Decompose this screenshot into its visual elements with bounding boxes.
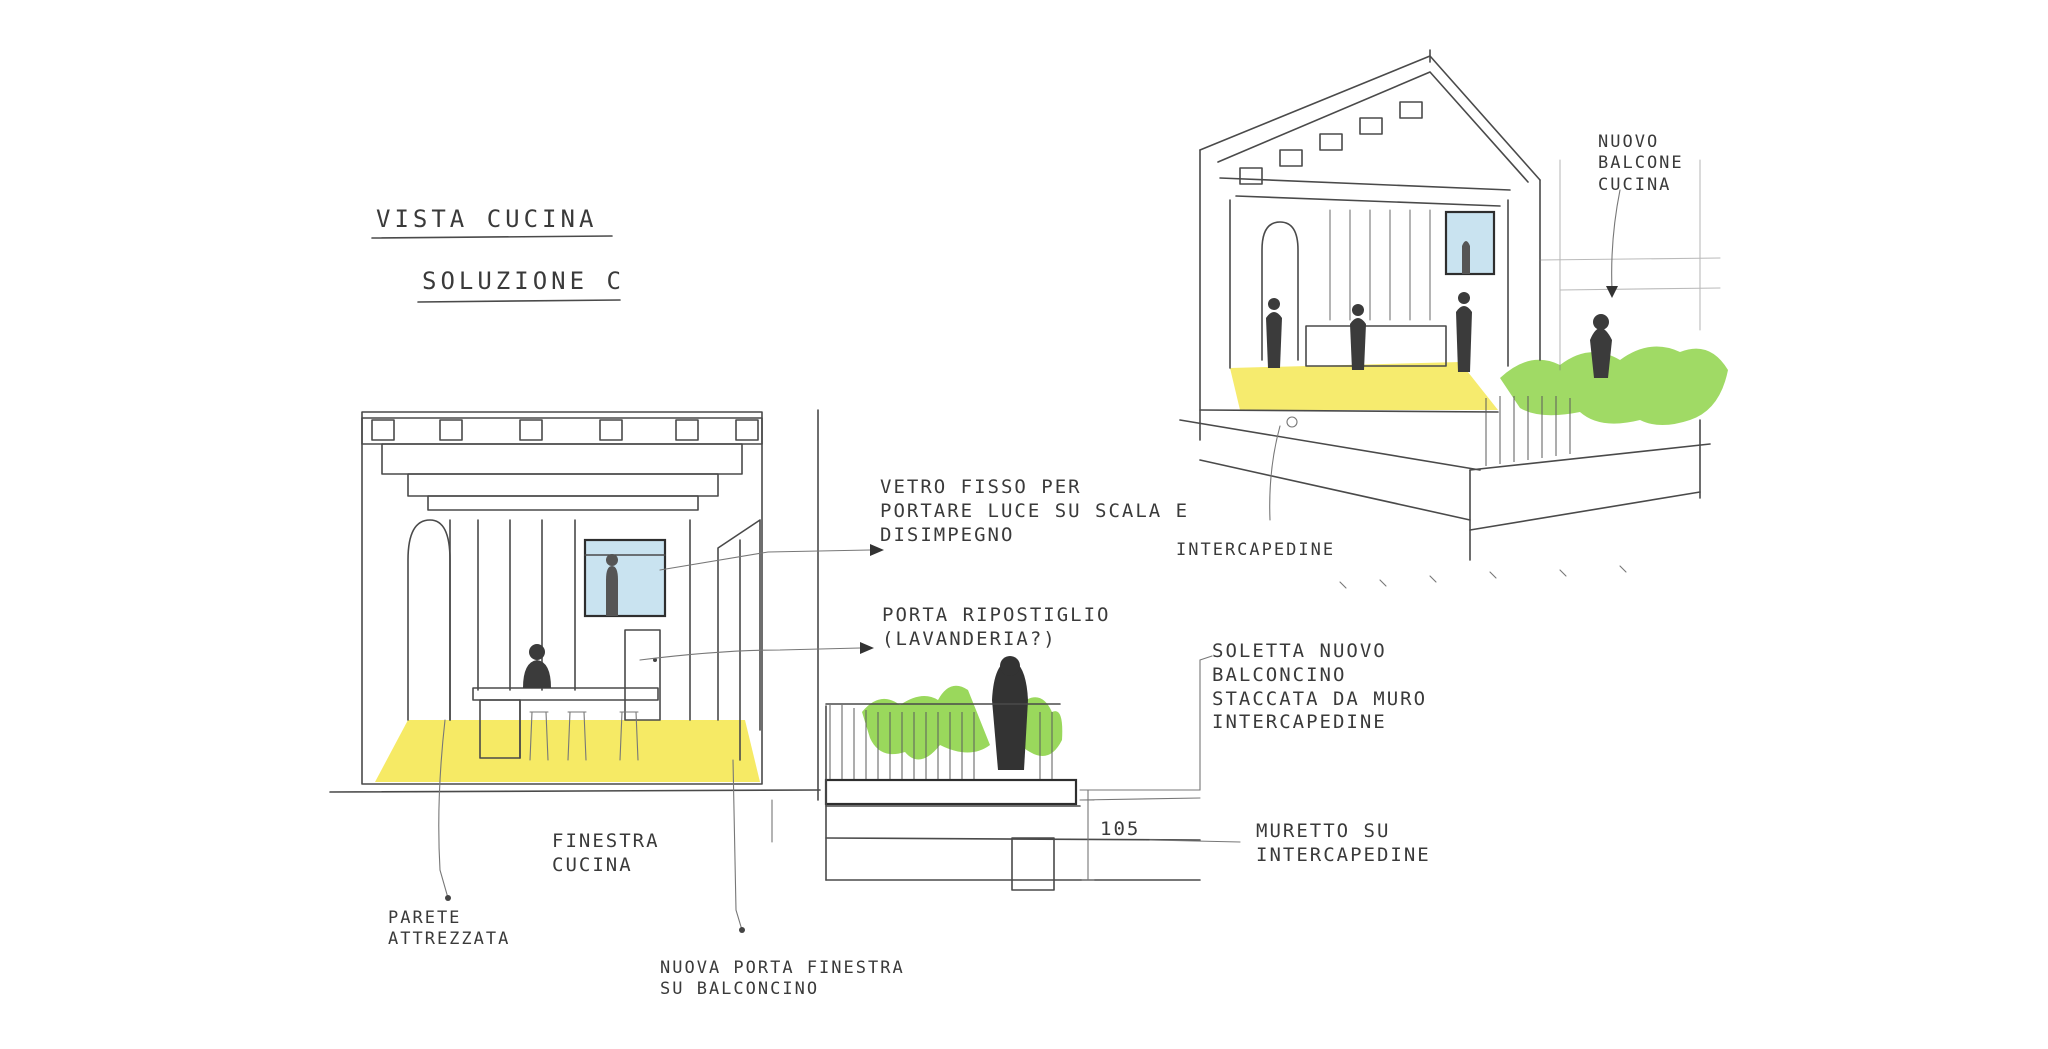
label-soletta: SOLETTA NUOVO BALCONCINO STACCATA DA MUR… <box>1212 640 1428 734</box>
title-soluzione: SOLUZIONE C <box>422 267 625 295</box>
label-dimension: 105 <box>1100 818 1141 840</box>
label-vetro-fisso: VETRO FISSO PER PORTARE LUCE SU SCALA E … <box>880 476 1190 546</box>
axo-plants-fill <box>1500 346 1728 425</box>
title-vista-cucina: VISTA CUCINA <box>376 205 598 233</box>
label-nuova-porta: NUOVA PORTA FINESTRA SU BALCONCINO <box>660 958 905 1000</box>
label-intercapedine: INTERCAPEDINE <box>1176 540 1336 560</box>
fixed-glass-fill <box>585 540 665 616</box>
label-porta-ripostiglio: PORTA RIPOSTIGLIO (LAVANDERIA?) <box>882 604 1111 650</box>
label-muretto: MURETTO SU INTERCAPEDINE <box>1256 820 1431 866</box>
axo-floor-fill <box>1230 362 1498 410</box>
label-finestra-cucina: FINESTRA CUCINA <box>552 830 660 876</box>
room-frame <box>361 411 763 785</box>
label-parete-attrezzata: PARETE ATTREZZATA <box>388 908 511 950</box>
title-underline-2 <box>417 299 621 303</box>
balcony-section <box>824 655 1241 891</box>
kitchen-floor-fill <box>375 720 760 782</box>
axonometric-view <box>1179 49 1728 589</box>
title-underline-1 <box>371 235 613 239</box>
ground-line <box>329 789 821 793</box>
label-nuovo-balcone: NUOVO BALCONE CUCINA <box>1598 132 1684 195</box>
kitchen-elevation <box>329 409 884 933</box>
